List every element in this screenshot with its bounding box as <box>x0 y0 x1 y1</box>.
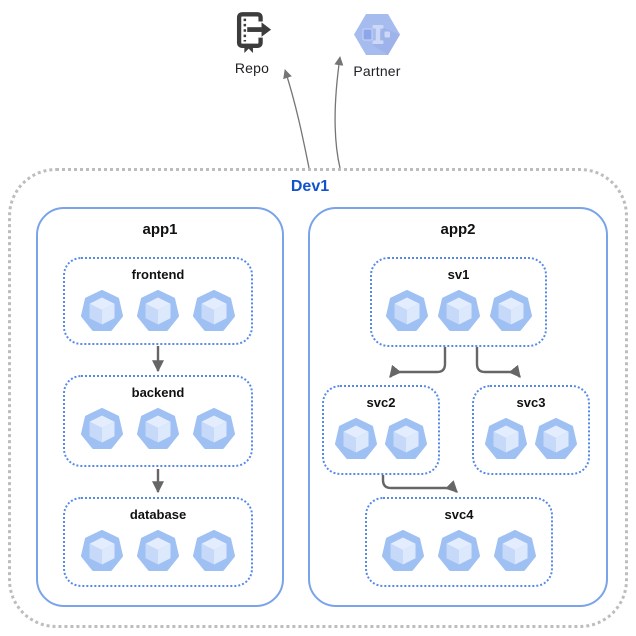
source-repository-icon <box>236 12 272 53</box>
kubernetes-pod-icon <box>81 408 123 449</box>
service-sv1: sv1 <box>370 257 547 347</box>
kubernetes-pod-icon <box>335 418 377 459</box>
kubernetes-pod-icon <box>385 290 428 331</box>
frontend-title: frontend <box>131 267 185 282</box>
kubernetes-pod-icon <box>385 418 427 459</box>
partner-label: Partner <box>353 63 401 79</box>
service-frontend: frontend <box>63 257 253 345</box>
pod-row <box>74 408 242 450</box>
app2-title: app2 <box>440 221 476 238</box>
pod-row <box>74 290 242 332</box>
kubernetes-pod-icon <box>193 290 235 331</box>
edge-dev1-partner <box>334 56 344 169</box>
service-backend: backend <box>63 375 253 467</box>
app1-title: app1 <box>142 221 178 238</box>
kubernetes-pod-icon <box>437 290 480 331</box>
kubernetes-pod-icon <box>81 290 123 331</box>
repo-label: Repo <box>234 60 270 76</box>
pod-row <box>375 530 543 572</box>
service-database: database <box>63 497 253 587</box>
svc3-title: svc3 <box>516 395 546 410</box>
kubernetes-pod-icon <box>438 530 480 571</box>
service-svc4: svc4 <box>365 497 553 587</box>
kubernetes-pod-icon <box>494 530 536 571</box>
pod-row <box>74 530 242 572</box>
kubernetes-pod-icon <box>535 418 577 459</box>
partner-interconnect-icon <box>354 14 400 55</box>
kubernetes-pod-icon <box>137 408 179 449</box>
service-svc2: svc2 <box>322 385 440 475</box>
kubernetes-pod-icon <box>193 408 235 449</box>
pod-row <box>331 418 431 460</box>
kubernetes-pod-icon <box>382 530 424 571</box>
database-title: database <box>129 507 187 522</box>
kubernetes-pod-icon <box>489 290 532 331</box>
external-node-repo: Repo <box>222 8 282 76</box>
service-svc3: svc3 <box>472 385 590 475</box>
dev1-boundary <box>8 168 628 628</box>
kubernetes-pod-icon <box>81 530 123 571</box>
sv1-title: sv1 <box>447 267 470 282</box>
svc2-title: svc2 <box>366 395 396 410</box>
kubernetes-pod-icon <box>137 530 179 571</box>
kubernetes-pod-icon <box>193 530 235 571</box>
dev1-title: Dev1 <box>290 178 330 195</box>
svc4-title: svc4 <box>444 507 474 522</box>
edge-dev1-repo <box>283 69 310 169</box>
pod-row <box>381 290 537 332</box>
external-node-partner: Partner <box>346 12 408 79</box>
pod-row <box>481 418 581 460</box>
backend-title: backend <box>131 385 185 400</box>
kubernetes-pod-icon <box>485 418 527 459</box>
kubernetes-pod-icon <box>137 290 179 331</box>
